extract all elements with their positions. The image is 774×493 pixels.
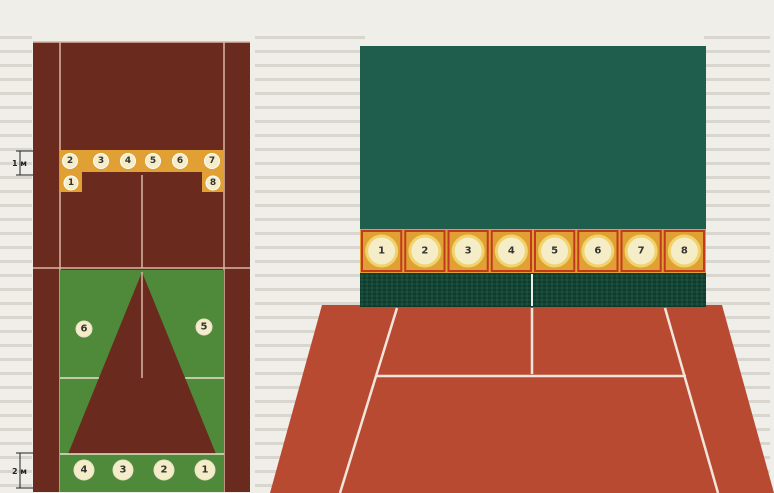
wall-target-label: 3 — [465, 246, 472, 257]
plan-bottom-target: 4 — [74, 460, 94, 480]
svg-text:6: 6 — [81, 324, 88, 335]
plan-wall-target: 3 — [94, 154, 109, 169]
svg-text:5: 5 — [201, 322, 208, 333]
court-plan-view: 1 м 2 м 2 3 4 5 6 7 1 8 6 5 4 3 2 1 — [0, 0, 260, 493]
wall-target-label: 5 — [551, 246, 558, 257]
plan-wall-target-label: 4 — [125, 156, 131, 166]
court-floor — [270, 305, 774, 493]
plan-side-target-label: 1 — [68, 178, 74, 188]
plan-bottom-target-label: 1 — [202, 465, 209, 476]
dimension-label-upper: 1 м — [12, 159, 27, 168]
field-target-left: 6 — [76, 321, 92, 337]
dimension-label-lower: 2 м — [12, 467, 27, 476]
wall-target-label: 2 — [421, 246, 428, 257]
plan-wall-target: 6 — [173, 154, 188, 169]
wall-target-label: 1 — [378, 246, 385, 257]
plan-bottom-target: 2 — [154, 460, 174, 480]
wall-target-label: 8 — [681, 246, 688, 257]
plan-bottom-target-label: 2 — [161, 465, 168, 476]
plan-target-strip — [60, 150, 224, 172]
wall-target-label: 6 — [594, 246, 601, 257]
field-target-right: 5 — [196, 319, 212, 335]
plan-wall-target: 7 — [205, 154, 220, 169]
wall-target-label: 4 — [508, 246, 515, 257]
plan-wall-target: 2 — [63, 154, 78, 169]
plan-side-target: 8 — [206, 176, 220, 190]
plan-bottom-target: 1 — [195, 460, 215, 480]
plan-side-target: 1 — [64, 176, 78, 190]
plan-wall-target-label: 2 — [67, 156, 73, 166]
plan-bottom-target-label: 4 — [81, 465, 88, 476]
plan-bottom-target-label: 3 — [120, 465, 127, 476]
plan-wall-target-label: 3 — [98, 156, 104, 166]
plan-bottom-target: 3 — [113, 460, 133, 480]
plan-wall-target: 4 — [121, 154, 136, 169]
court-perspective-view: 1 2 3 4 5 6 7 8 — [270, 0, 774, 493]
plan-wall-target-label: 7 — [209, 156, 215, 166]
plan-side-target-label: 8 — [210, 178, 216, 188]
plan-wall-target-label: 6 — [177, 156, 183, 166]
wall-target-label: 7 — [638, 246, 645, 257]
plan-wall-target-label: 5 — [150, 156, 156, 166]
plan-wall-target: 5 — [146, 154, 161, 169]
practice-wall — [360, 46, 706, 230]
